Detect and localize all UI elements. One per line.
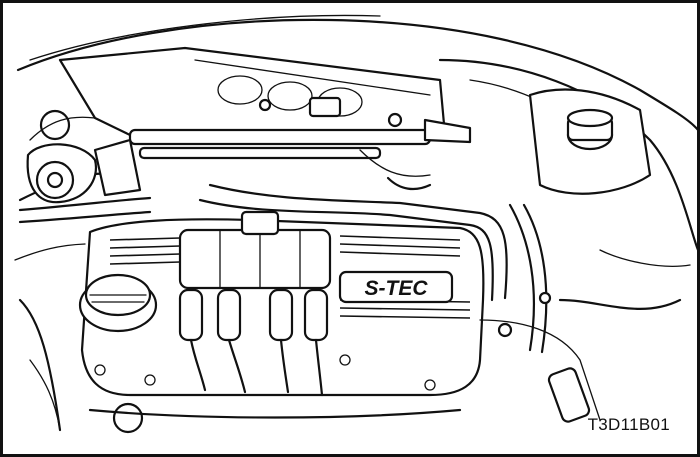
ignition-coil [178,210,332,290]
figure-code: T3D11B01 [587,415,670,434]
oil-filler-cap [78,273,158,333]
badge-text: S-TEC [365,277,429,300]
spark-plug-wires [178,288,329,397]
lower-engine [18,249,691,434]
reservoir [528,88,652,195]
throttle-body [26,138,142,204]
s-tec-badge: S-TEC [338,270,454,304]
intake-plenum [29,46,472,160]
